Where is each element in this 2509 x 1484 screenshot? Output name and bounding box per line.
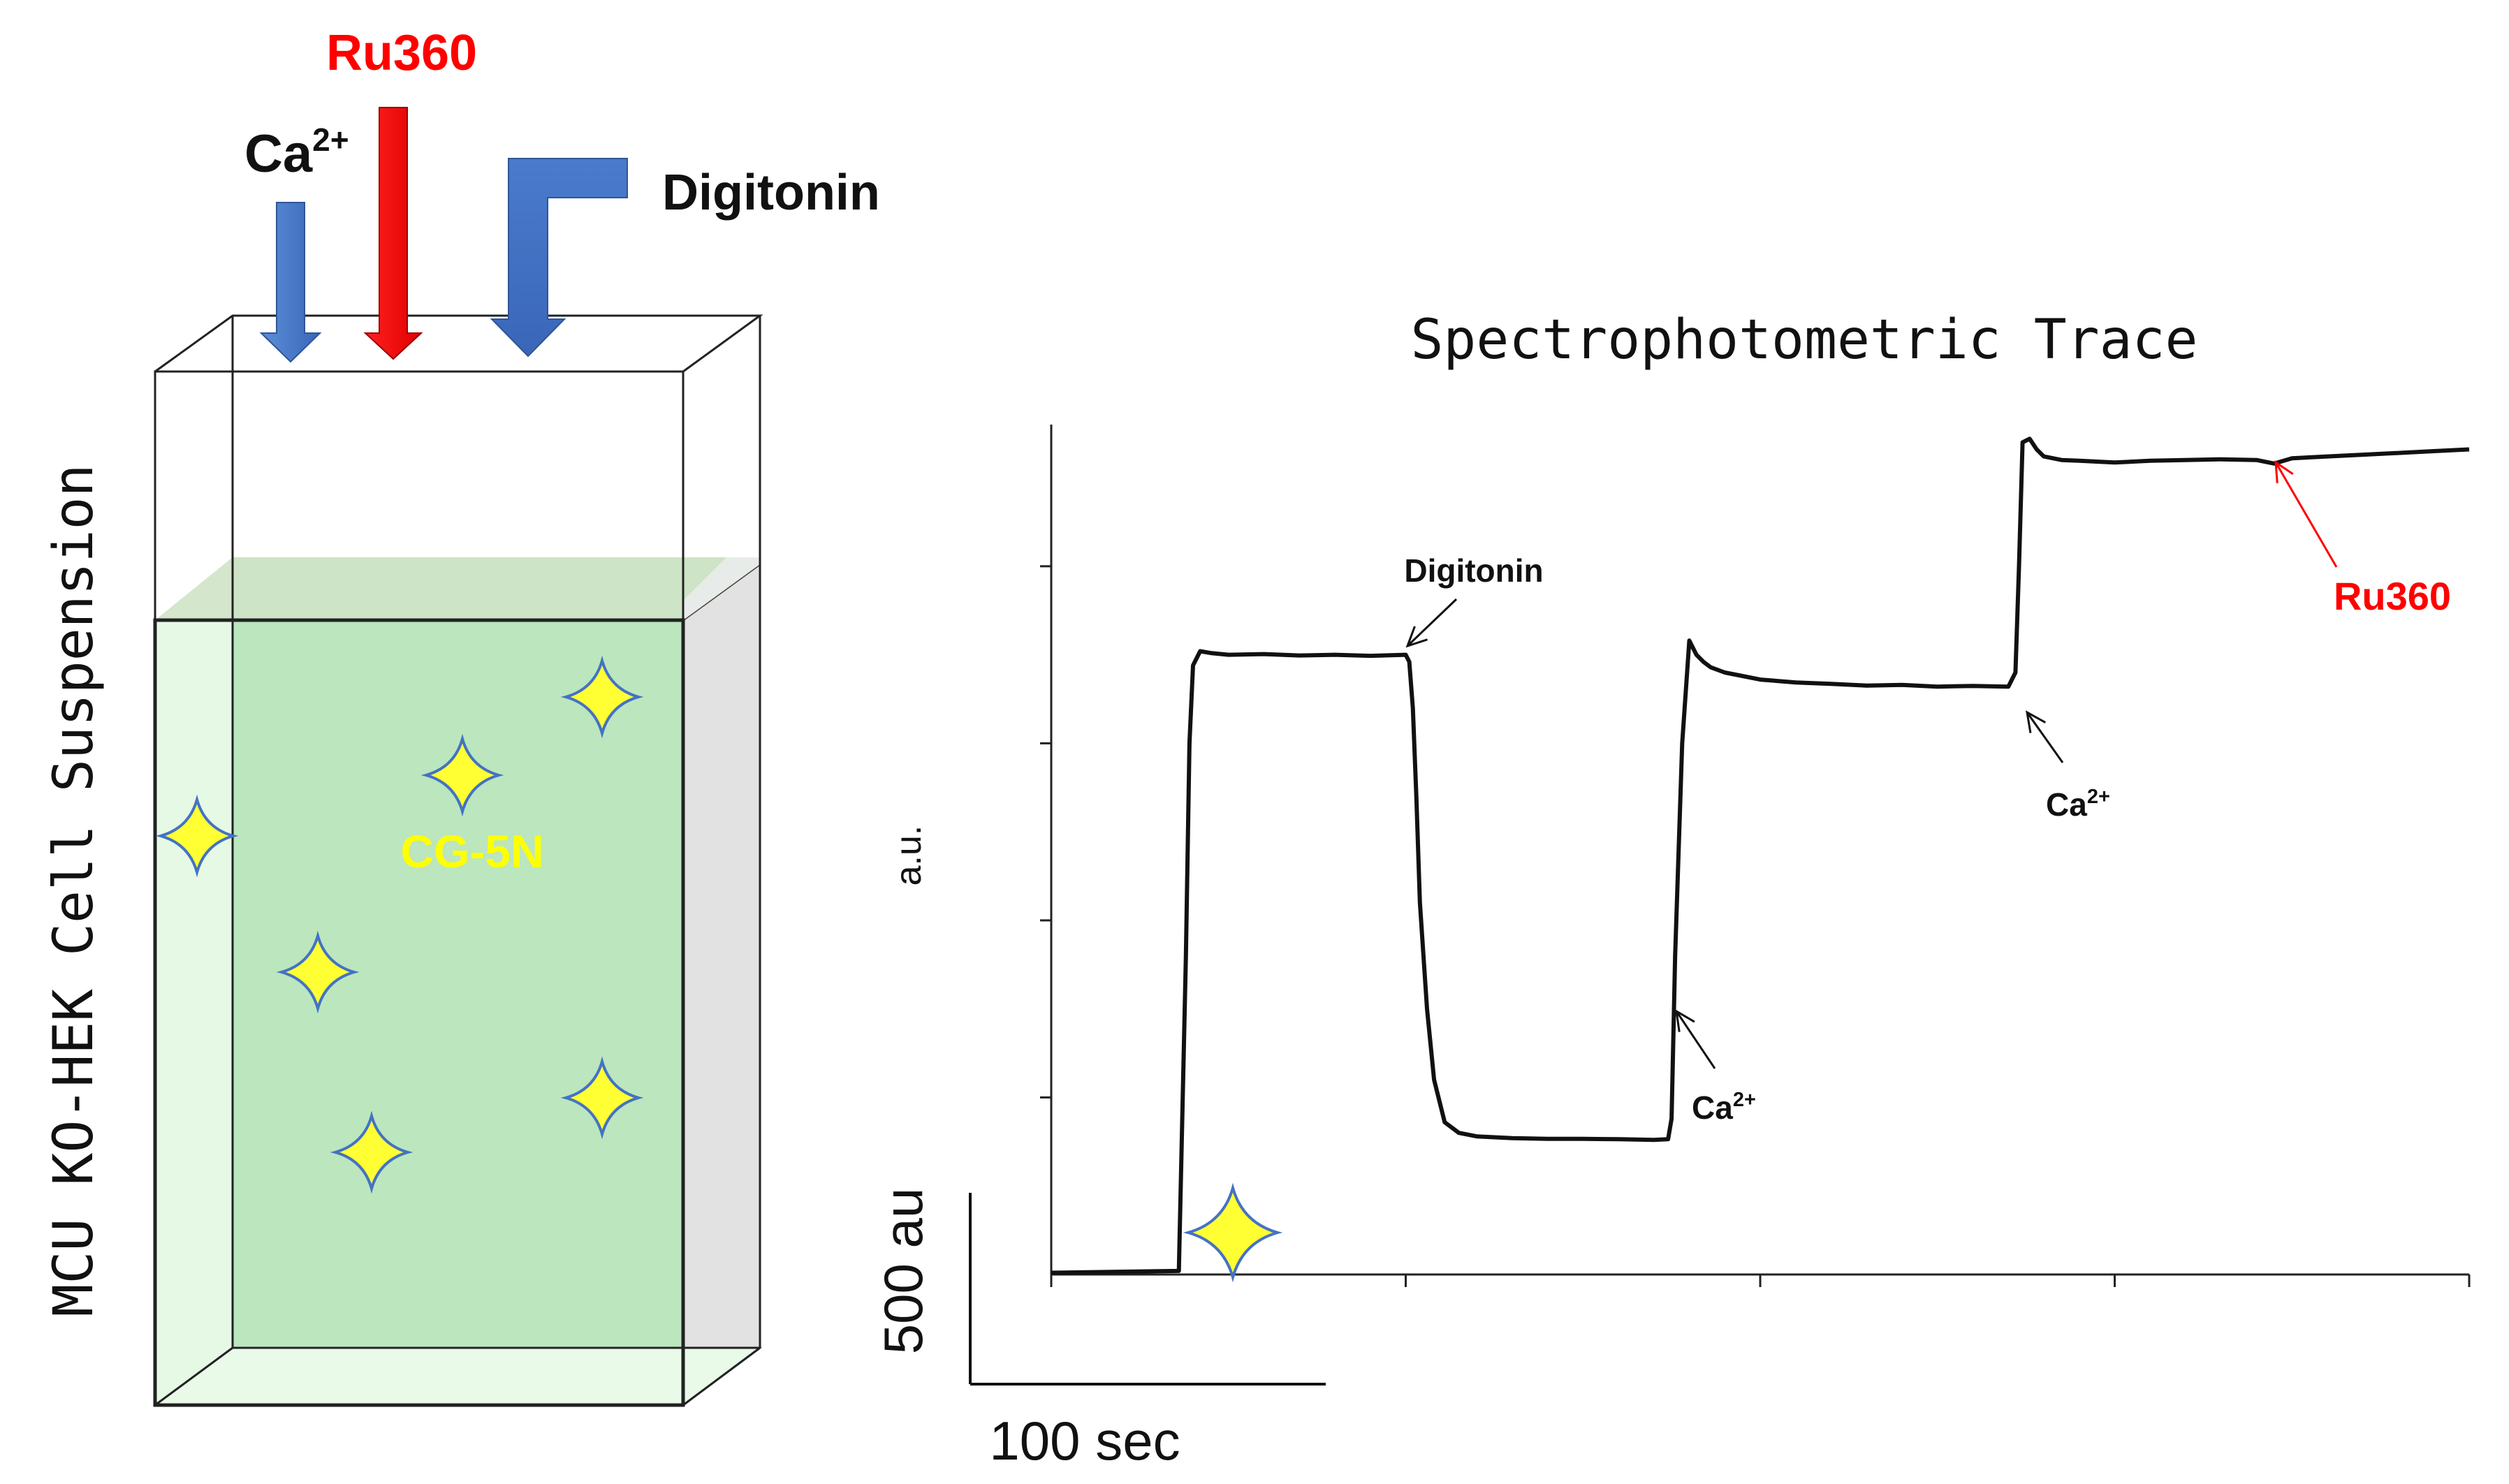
- digitonin-addition-arrow: [490, 158, 628, 358]
- scale-bars: [969, 1193, 1326, 1386]
- chart-axes: [1050, 425, 2469, 1276]
- dye-star: [330, 1110, 414, 1194]
- scale-bar-y-label: 500 au: [872, 1188, 934, 1355]
- ru360-arrow-head: [2274, 460, 2294, 484]
- ca-first-annotation-sup: 2+: [1733, 1089, 1756, 1111]
- digitonin-annotation-label: Digitonin: [1404, 552, 1543, 589]
- y-axis-label: a.u.: [888, 825, 929, 886]
- ru360-annotation-label: Ru360: [2334, 574, 2451, 618]
- ca-addition-label: Ca2+: [244, 122, 349, 184]
- scale-bar-x-label: 100 sec: [989, 1410, 1180, 1471]
- dye-star: [1183, 1182, 1283, 1283]
- ru360-annotation-text: Ru360: [2334, 574, 2451, 618]
- dye-star: [276, 930, 360, 1014]
- ru360-arrow-shaft: [2274, 462, 2338, 568]
- addition-arrows: [259, 107, 628, 363]
- chart-title: Spectrophotometric Trace: [1410, 309, 2197, 372]
- ca-second-arrow-shaft: [2026, 712, 2064, 763]
- digitonin-arrow-shaft: [1406, 598, 1458, 647]
- dye-star: [560, 655, 644, 739]
- ca-first-arrow-shaft: [1675, 1011, 1716, 1069]
- ca-second-annotation-sup: 2+: [2087, 786, 2110, 808]
- suspension-front-outline: [153, 618, 685, 1407]
- dye-stars: [155, 655, 644, 1194]
- ca-second-annotation-label: Ca2+: [2046, 786, 2110, 823]
- ca-addition-sup: 2+: [312, 122, 349, 158]
- ca-first-arrow-head: [1675, 1009, 1695, 1032]
- ca-addition-base: Ca: [244, 124, 313, 184]
- cuvette-right-face: [682, 562, 761, 1407]
- digitonin-arrow-head: [1405, 626, 1428, 648]
- digitonin-annotation-text: Digitonin: [1404, 552, 1543, 589]
- cuvette-left-light: [155, 620, 233, 1405]
- ru360-addition-arrow: [363, 107, 423, 360]
- ca-second-arrow-head: [2026, 710, 2046, 733]
- cuvette: CG-5N: [152, 314, 763, 1407]
- dye-addition-star: [1183, 1182, 1283, 1283]
- dye-star: [560, 1056, 644, 1140]
- trace-line: [1051, 436, 2470, 1275]
- suspension-surface-grey: [683, 557, 760, 620]
- dye-star: [420, 733, 504, 817]
- dye-label: CG-5N: [400, 825, 543, 877]
- suspension-surface: [155, 557, 760, 620]
- ca-second-annotation-text: Ca: [2046, 786, 2087, 823]
- suspension-front-face: [155, 620, 683, 1405]
- cell-suspension-label: MCU KO-HEK Cell Suspension: [43, 464, 105, 1317]
- chart-ticks: [1040, 565, 2471, 1287]
- digitonin-addition-label: Digitonin: [662, 165, 880, 221]
- ru360-addition-label: Ru360: [326, 25, 477, 81]
- dye-star: [155, 794, 239, 878]
- ca-addition-arrow: [259, 202, 322, 363]
- ca-first-annotation-label: Ca2+: [1692, 1089, 1756, 1126]
- cuvette-bottom-face: [152, 1347, 763, 1406]
- ca-first-annotation-text: Ca: [1692, 1089, 1733, 1126]
